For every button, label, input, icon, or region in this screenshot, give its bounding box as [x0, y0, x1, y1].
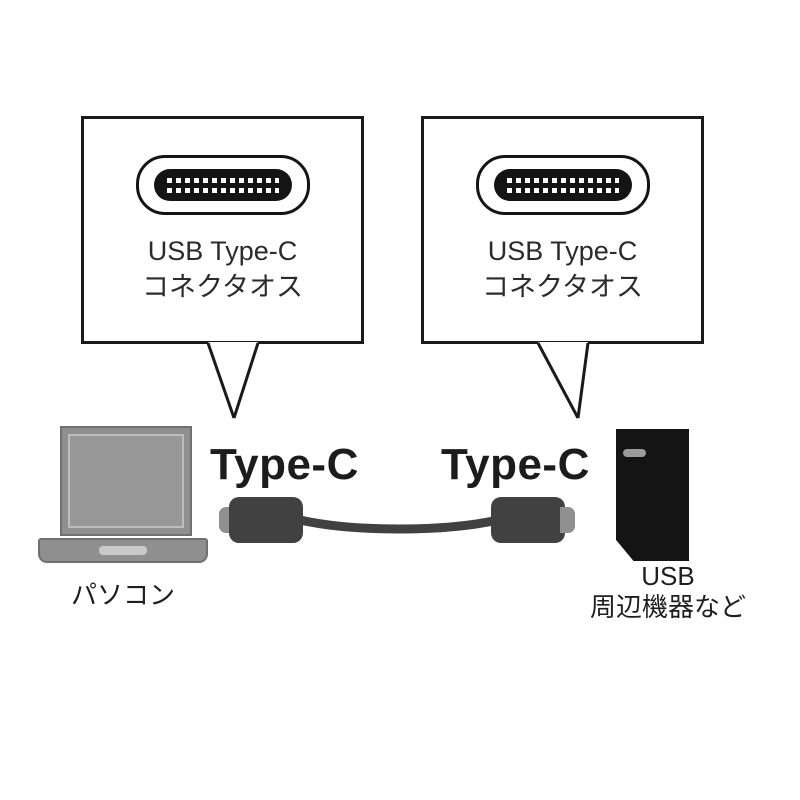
usb-type-c-connector-icon	[135, 155, 310, 215]
peripheral-label-line1: USB	[641, 561, 695, 591]
connector-pin-area	[493, 169, 632, 201]
connector-pin-area	[153, 169, 292, 201]
cable-plug-left	[229, 497, 303, 543]
callout-left-connector: USB Type-C コネクタオス	[81, 116, 364, 344]
connector-pin-row	[506, 187, 619, 193]
peripheral-device-label: USB 周辺機器など	[586, 561, 750, 623]
laptop-touchpad	[99, 546, 147, 555]
callout-tail-left	[206, 342, 260, 419]
connector-pin-row	[506, 177, 619, 183]
cable-plug-right	[491, 497, 565, 543]
callout-left-text: USB Type-C コネクタオス	[142, 233, 303, 305]
callout-right-line1: USB Type-C	[487, 236, 638, 266]
connector-pin-row	[166, 177, 279, 183]
callout-right-connector: USB Type-C コネクタオス	[421, 116, 704, 344]
callout-tail-right	[536, 342, 590, 419]
cable-plug-tip-right	[560, 507, 575, 533]
type-c-label-right: Type-C	[441, 440, 590, 489]
callout-right-text: USB Type-C コネクタオス	[482, 233, 643, 305]
connector-pin-row	[166, 187, 279, 193]
laptop-icon	[38, 426, 208, 568]
peripheral-device-slot	[623, 449, 646, 457]
laptop-screen	[60, 426, 192, 536]
callout-left-line2: コネクタオス	[142, 272, 303, 302]
peripheral-label-line2: 周辺機器など	[589, 592, 746, 622]
callout-left-line1: USB Type-C	[147, 236, 298, 266]
laptop-base	[38, 538, 208, 563]
usb-type-c-connector-icon	[475, 155, 650, 215]
cable-cord	[295, 515, 503, 534]
peripheral-device-icon	[616, 429, 689, 561]
laptop-display	[68, 434, 184, 528]
type-c-label-left: Type-C	[210, 440, 359, 489]
callout-right-line2: コネクタオス	[482, 272, 643, 302]
laptop-label: パソコン	[70, 580, 175, 610]
